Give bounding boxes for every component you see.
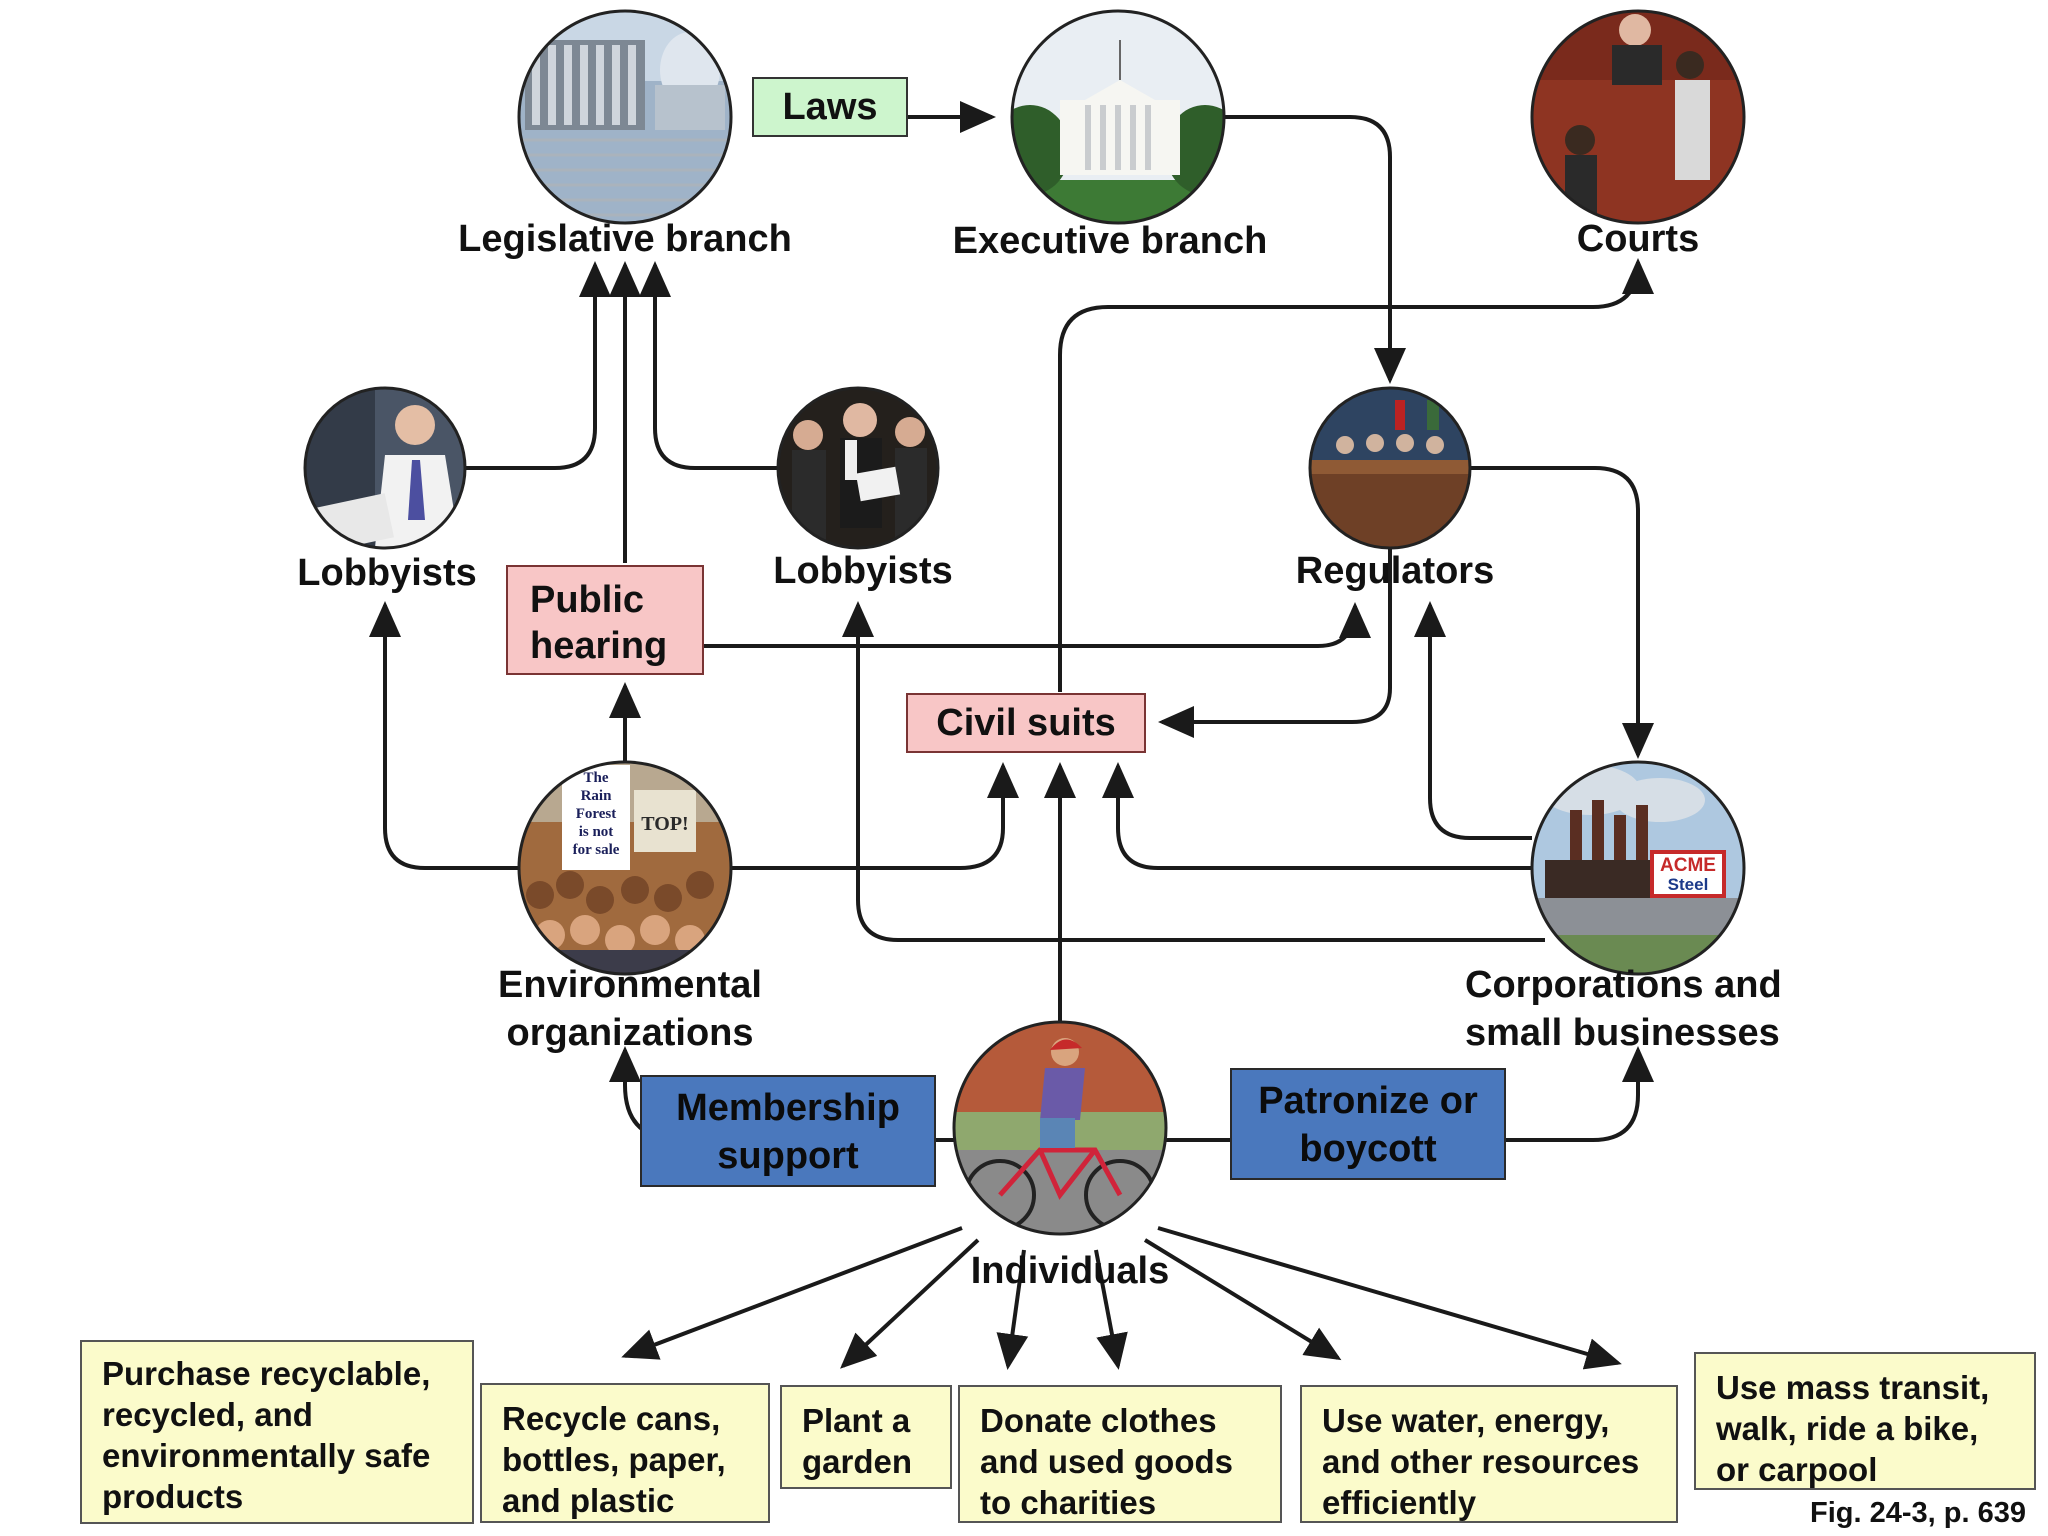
steel-logo-text: Steel [1668, 875, 1709, 894]
action-line: Use water, energy, [1322, 1402, 1610, 1439]
sign2-text: TOP! [641, 813, 688, 835]
lobbyists-left-label: Lobbyists [297, 552, 477, 594]
figure-caption: Fig. 24-3, p. 639 [1810, 1497, 2026, 1529]
environmental-line-1: Environmental [498, 964, 762, 1006]
lobbyists-photo-left [305, 388, 465, 548]
action-line: efficiently [1322, 1483, 1477, 1521]
sign-text-1: The [583, 770, 608, 786]
action-box-purchase: Purchase recyclable, recycled, and envir… [80, 1340, 474, 1524]
action-box-transit: Use mass transit, walk, ride a bike, or … [1694, 1352, 2036, 1490]
action-line: products [102, 1477, 244, 1515]
corporations-line-1: Corporations and [1465, 964, 1782, 1006]
action-line: environmentally safe [102, 1436, 431, 1474]
action-line: walk, ride a bike, [1716, 1409, 1979, 1447]
membership-line-1: Membership [676, 1087, 900, 1129]
action-line: Recycle cans, [502, 1400, 721, 1437]
lobbyists-right-label: Lobbyists [773, 550, 953, 592]
connector-arrows [369, 101, 1654, 1370]
white-house-photo [1012, 11, 1224, 223]
legislative-branch-label: Legislative branch [458, 218, 792, 260]
membership-support-box: Membership support [640, 1075, 936, 1187]
action-line: Plant a [802, 1402, 911, 1439]
civil-suits-box: Civil suits [906, 693, 1146, 753]
action-line: Purchase recyclable, [102, 1355, 431, 1392]
action-line: and plastic [502, 1481, 675, 1519]
environmental-line-2: organizations [506, 1011, 754, 1054]
laws-box: Laws [752, 77, 908, 137]
action-box-garden: Plant a garden [780, 1385, 952, 1489]
action-line: and used goods [980, 1442, 1234, 1480]
regulators-label: Regulators [1295, 550, 1495, 592]
patronize-boycott-box: Patronize or boycott [1230, 1068, 1506, 1180]
action-line: to charities [980, 1483, 1157, 1521]
action-box-donate: Donate clothes and used goods to chariti… [958, 1385, 1282, 1523]
patronize-line-2: boycott [1299, 1128, 1437, 1170]
public-hearing-box: Public hearing [506, 565, 704, 675]
action-line: recycled, and [102, 1395, 313, 1433]
environmental-organizations-label: Environmental organizations [440, 962, 820, 1057]
action-box-recycle: Recycle cans, bottles, paper, and plasti… [480, 1383, 770, 1523]
patronize-line-1: Patronize or [1258, 1080, 1478, 1122]
corporations-label: Corporations and small businesses [1465, 962, 1825, 1057]
corporations-line-2: small businesses [1465, 1011, 1780, 1054]
regulators-hearing-photo [1310, 388, 1470, 548]
action-line: or carpool [1716, 1450, 1878, 1488]
action-line: and other resources [1322, 1442, 1640, 1480]
individuals-label: Individuals [970, 1250, 1170, 1292]
membership-line-2: support [717, 1135, 859, 1177]
action-line: Donate clothes [980, 1402, 1217, 1439]
sign-text-3: Forest [576, 806, 617, 822]
sign-text-5: for sale [573, 842, 620, 858]
lobbyists-photo-right [778, 388, 938, 548]
public-hearing-line-2: hearing [530, 625, 668, 667]
cyclist-photo [954, 1022, 1166, 1234]
public-hearing-line-1: Public [530, 579, 645, 621]
action-line: bottles, paper, [502, 1440, 726, 1478]
acme-logo-text: ACME [1660, 855, 1716, 876]
protest-crowd-photo: The Rain Forest is not for sale TOP! [519, 762, 731, 974]
sign-text-2: Rain [581, 788, 613, 804]
executive-branch-label: Executive branch [952, 220, 1268, 262]
sign-text-4: is not [579, 824, 614, 840]
action-line: Use mass transit, [1716, 1369, 1990, 1406]
action-box-efficiency: Use water, energy, and other resources e… [1300, 1385, 1678, 1523]
courtroom-photo [1532, 11, 1744, 223]
courts-label: Courts [1576, 218, 1700, 260]
capitol-building-photo [519, 11, 731, 223]
action-line: garden [802, 1442, 913, 1480]
